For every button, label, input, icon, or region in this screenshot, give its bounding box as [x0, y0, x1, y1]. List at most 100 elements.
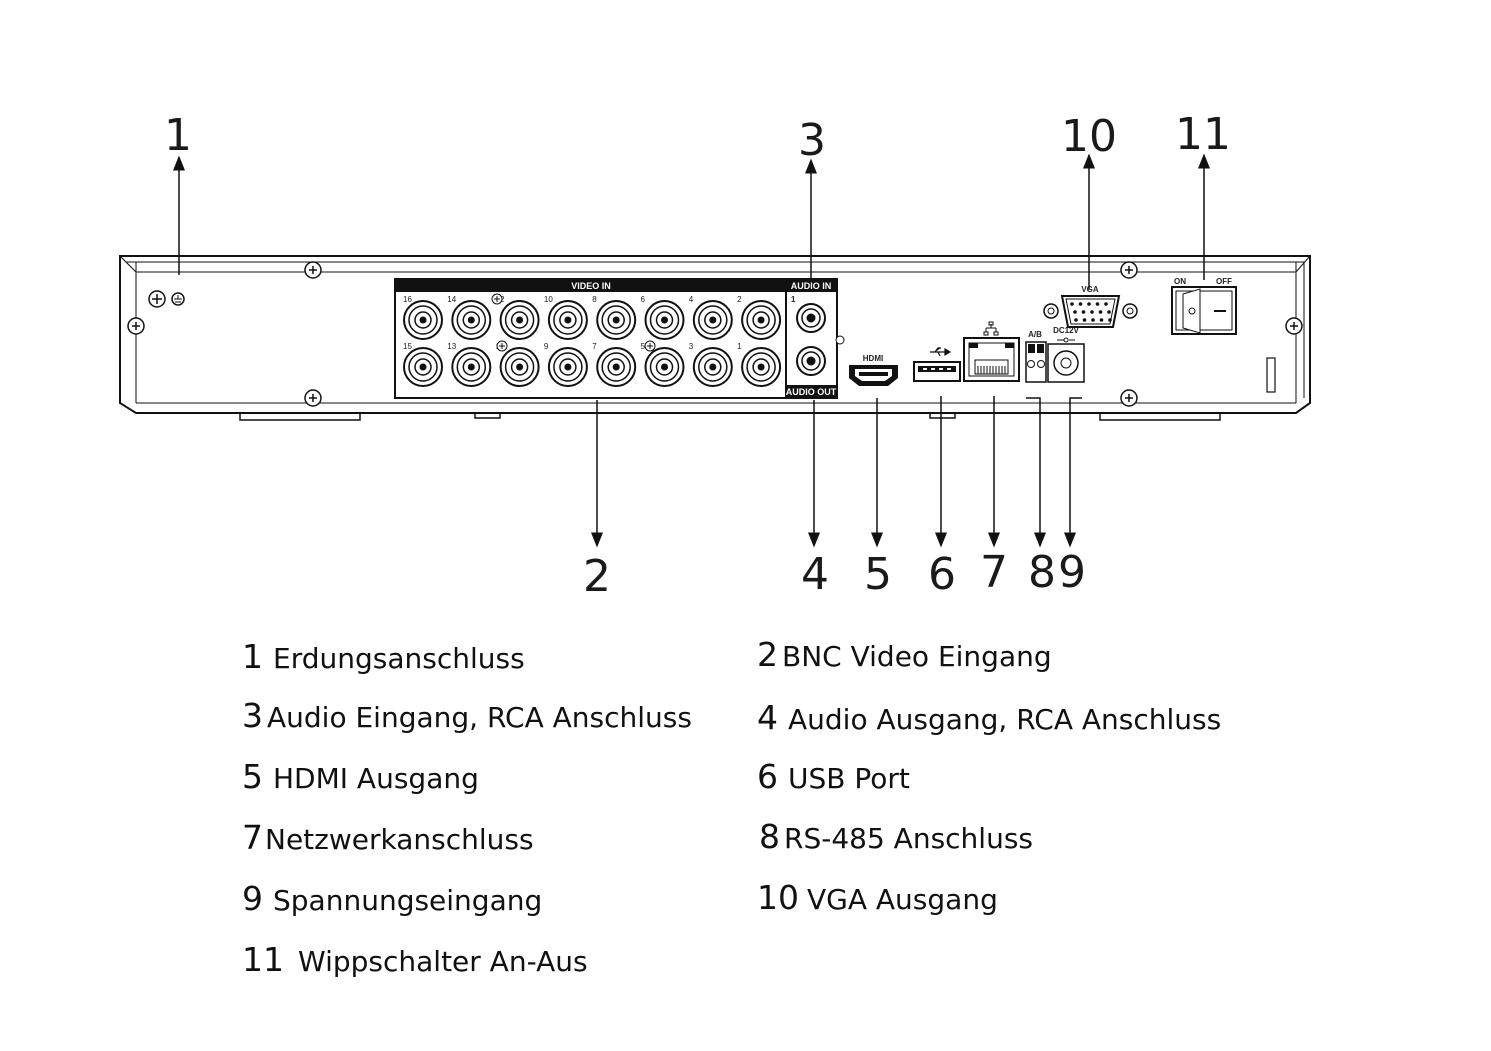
legend-text: Netzwerkanschluss	[265, 823, 534, 856]
callout-10: 10	[1061, 111, 1117, 162]
callout-6: 6	[928, 549, 956, 600]
callout-numbers: 1 2 3 4 5 6 7 8 9 10 11	[164, 109, 1231, 602]
bnc-connector-15	[403, 347, 443, 387]
vga-pin	[1073, 310, 1077, 314]
vga-pin	[1081, 310, 1086, 314]
legend-item-9: 9 Spannungseingang	[242, 879, 542, 918]
legend-number: 8	[759, 817, 780, 856]
bnc-channel-label: 2	[737, 295, 742, 304]
bnc-connector-16	[403, 300, 443, 340]
bnc-connector-14	[451, 300, 492, 340]
legend-number: 5	[242, 757, 263, 796]
chassis	[119, 255, 1311, 421]
vga-pin	[1087, 302, 1091, 306]
audio-channel-label: 1	[791, 295, 796, 304]
legend-number: 2	[757, 635, 778, 674]
bnc-channel-label: 6	[641, 295, 646, 304]
legend-number: 3	[242, 696, 263, 735]
legend-text: Audio Ausgang, RCA Anschluss	[788, 703, 1222, 736]
vga-port: VGA	[1043, 285, 1138, 328]
callout-8: 8	[1028, 547, 1056, 598]
switch-on-label: ON	[1174, 277, 1186, 286]
switch-off-label: OFF	[1216, 277, 1232, 286]
callout-7: 7	[980, 547, 1008, 598]
callout-lines	[173, 153, 1210, 548]
legend-number: 4	[757, 698, 778, 737]
vga-pin	[1078, 302, 1083, 306]
lan-port	[963, 321, 1020, 382]
ab-label: A/B	[1028, 330, 1042, 339]
legend-text: RS-485 Anschluss	[784, 822, 1034, 855]
bnc-connector-11	[499, 347, 540, 387]
bnc-connector-7	[596, 347, 637, 387]
legend-text: Wippschalter An-Aus	[298, 945, 588, 978]
callout-1: 1	[164, 110, 192, 161]
bnc-channel-label: 15	[403, 342, 412, 351]
bnc-connector-4	[692, 300, 733, 340]
bnc-connector-5	[644, 347, 685, 387]
usb-port	[913, 347, 961, 382]
vga-pin	[1104, 302, 1108, 306]
legend-number: 10	[757, 878, 799, 917]
legend-text: BNC Video Eingang	[782, 640, 1052, 673]
legend-item-5: 5 HDMI Ausgang	[242, 757, 479, 796]
legend-item-4: 4 Audio Ausgang, RCA Anschluss	[757, 698, 1221, 737]
bnc-channel-label: 4	[689, 295, 694, 304]
hdmi-label: HDMI	[863, 354, 883, 363]
bnc-connector-13	[451, 347, 492, 387]
rocker-switch: ON OFF	[1171, 277, 1237, 335]
bnc-channel-label: 16	[403, 295, 412, 304]
callout-4: 4	[801, 549, 829, 600]
vga-pin	[1074, 318, 1078, 322]
chassis-screws	[127, 261, 1303, 407]
legend-number: 7	[242, 818, 263, 857]
bnc-channel-label: 1	[737, 342, 742, 351]
bnc-channel-label: 3	[689, 342, 694, 351]
vga-pin	[1099, 318, 1104, 322]
callout-2: 2	[583, 551, 611, 602]
callout-9: 9	[1058, 547, 1086, 598]
legend-text: HDMI Ausgang	[273, 762, 479, 795]
legend-number: 11	[242, 940, 284, 979]
dc-power-jack: DC12V	[1047, 326, 1085, 383]
video-in-label: VIDEO IN	[571, 281, 611, 291]
legend-text: Audio Eingang, RCA Anschluss	[267, 701, 692, 734]
vga-pin	[1095, 302, 1100, 306]
callout-5: 5	[864, 549, 892, 600]
bnc-connector-8	[596, 300, 637, 340]
bnc-connector-6	[644, 300, 685, 340]
vga-pin	[1090, 310, 1094, 314]
audio-out-label: AUDIO OUT	[786, 387, 837, 397]
legend-number: 9	[242, 879, 263, 918]
ground-terminal	[148, 290, 185, 308]
legend-item-6: 6 USB Port	[757, 757, 910, 796]
vga-pin	[1098, 310, 1103, 314]
bnc-connector-12	[499, 300, 540, 340]
legend-item-11: 11 Wippschalter An-Aus	[242, 940, 588, 979]
legend-text: Spannungseingang	[273, 884, 543, 917]
bnc-connector-3	[692, 347, 733, 387]
legend-number: 6	[757, 757, 778, 796]
bnc-channel-label: 10	[544, 295, 553, 304]
bnc-channel-label: 7	[592, 342, 597, 351]
legend-text: USB Port	[788, 762, 910, 795]
legend-item-1: 1 Erdungsanschluss	[242, 637, 525, 676]
bnc-connectors: 16141210864215131197531	[403, 295, 782, 387]
vga-pin	[1107, 310, 1111, 314]
vga-pin	[1082, 318, 1087, 322]
legend-number: 1	[242, 637, 263, 676]
bnc-connector-9	[547, 347, 588, 387]
audio-in-label: AUDIO IN	[791, 281, 832, 291]
bnc-channel-label: 14	[447, 295, 456, 304]
bnc-channel-label: 8	[592, 295, 597, 304]
hdmi-port: HDMI	[849, 354, 898, 386]
vga-label: VGA	[1081, 285, 1099, 294]
legend-text: Erdungsanschluss	[273, 642, 525, 675]
vga-pin	[1091, 318, 1095, 322]
rca-audio-in-jack	[796, 303, 826, 333]
